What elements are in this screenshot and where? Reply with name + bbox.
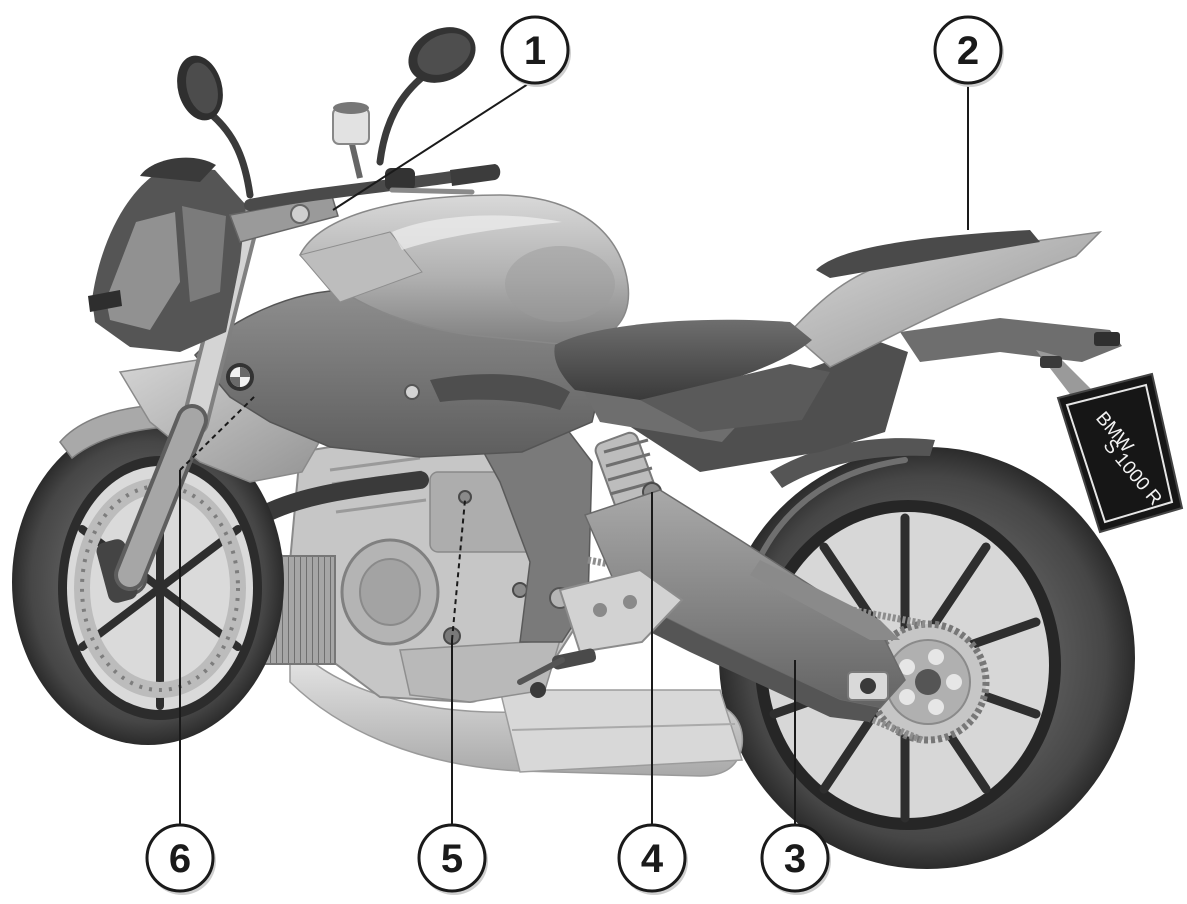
reservoir-stem xyxy=(349,143,363,179)
front-wheel xyxy=(12,419,284,745)
license-plate: BMW S 1000 R xyxy=(1056,372,1184,534)
callout-number: 3 xyxy=(784,837,806,881)
frame-bolt xyxy=(404,384,420,400)
callout-4: 4 xyxy=(617,823,688,895)
callout-3: 3 xyxy=(760,823,831,895)
rear-indicator xyxy=(1040,356,1062,368)
sprocket-center xyxy=(915,669,941,695)
steering-head-nut xyxy=(290,204,310,224)
clutch-cover-inner xyxy=(359,558,421,626)
switch-housing xyxy=(385,168,415,190)
rearset-hole xyxy=(623,595,637,609)
fuel-tank xyxy=(299,194,630,346)
right-mirror-glass xyxy=(417,33,471,75)
callout-number: 5 xyxy=(441,837,463,881)
left-mirror xyxy=(177,55,254,199)
reservoir-cap xyxy=(333,102,369,114)
chain-guard xyxy=(750,560,900,640)
brake-disc-holes xyxy=(80,484,240,692)
shift-lever-knob xyxy=(530,682,546,698)
sprocket-hole xyxy=(899,659,915,675)
rear-tire-sheen xyxy=(749,457,908,578)
pillion-seat-cowl xyxy=(816,230,1040,278)
shift-lever xyxy=(517,657,565,685)
right-mirror-stem xyxy=(376,71,429,166)
leader-line-5-extension xyxy=(451,499,466,641)
license-plate-border xyxy=(1065,383,1174,524)
callout-number: 6 xyxy=(169,837,191,881)
knee-recess xyxy=(505,246,615,322)
front-indicator xyxy=(88,290,122,312)
bmw-roundel-logo xyxy=(226,363,254,391)
callout-circle xyxy=(760,823,830,893)
license-plate-body xyxy=(1056,372,1184,534)
frame-lower-spar xyxy=(476,419,593,643)
headlight-assembly xyxy=(88,157,246,352)
callout-number: 2 xyxy=(957,29,979,73)
callout-2: 2 xyxy=(933,15,1004,87)
callout-circle xyxy=(500,15,570,85)
shock-spring xyxy=(603,438,655,496)
sprocket-hole xyxy=(946,674,962,690)
left-mirror-stem xyxy=(208,111,254,199)
instrument-cowl xyxy=(140,157,216,182)
callout-circle xyxy=(933,15,1003,85)
brake-lever xyxy=(389,187,475,195)
right-mirror xyxy=(376,27,476,166)
fork-lower-leg xyxy=(118,408,204,587)
rear-axle-nut xyxy=(860,678,876,694)
callout-circle xyxy=(145,823,215,893)
handlebar-tube xyxy=(244,169,471,211)
footpeg xyxy=(551,648,597,670)
rider-seat xyxy=(554,319,812,400)
callout-1: 1 xyxy=(500,15,571,87)
callout-5: 5 xyxy=(417,823,488,895)
rear-hugger xyxy=(770,438,935,488)
muffler xyxy=(499,689,744,773)
muffler-seam xyxy=(511,723,736,731)
rearset-hole xyxy=(593,603,607,617)
tail-cowl xyxy=(788,230,1103,368)
leader-lines xyxy=(179,83,969,824)
sprocket-hole xyxy=(928,699,944,715)
left-mirror-glass xyxy=(186,62,218,114)
callout-6: 6 xyxy=(145,823,216,895)
callout-circle xyxy=(617,823,687,893)
fuel-tank-highlight xyxy=(392,215,562,250)
headlight-lens-right xyxy=(182,206,226,302)
sprocket-hole xyxy=(899,689,915,705)
engine-bolt-b xyxy=(512,582,528,598)
headlight-lens-left xyxy=(106,212,180,330)
roundel-quadrants xyxy=(230,367,250,387)
fuel-tank-front-cover xyxy=(299,231,423,303)
swingarm-lower xyxy=(610,595,880,722)
frame-air-intake xyxy=(430,374,570,410)
leader-line-1 xyxy=(332,83,529,211)
sprocket-hole xyxy=(928,649,944,665)
callout-number: 1 xyxy=(524,29,546,73)
handlebar-grip xyxy=(450,164,501,186)
tail-light xyxy=(1094,332,1120,346)
callout-number: 4 xyxy=(641,837,664,881)
callout-circle xyxy=(417,823,487,893)
license-plate-holder xyxy=(900,318,1122,362)
rear-side-cover xyxy=(640,364,830,432)
rear-sprocket xyxy=(866,620,990,744)
brake-fluid-reservoir xyxy=(332,102,370,179)
handlebar xyxy=(244,164,501,211)
